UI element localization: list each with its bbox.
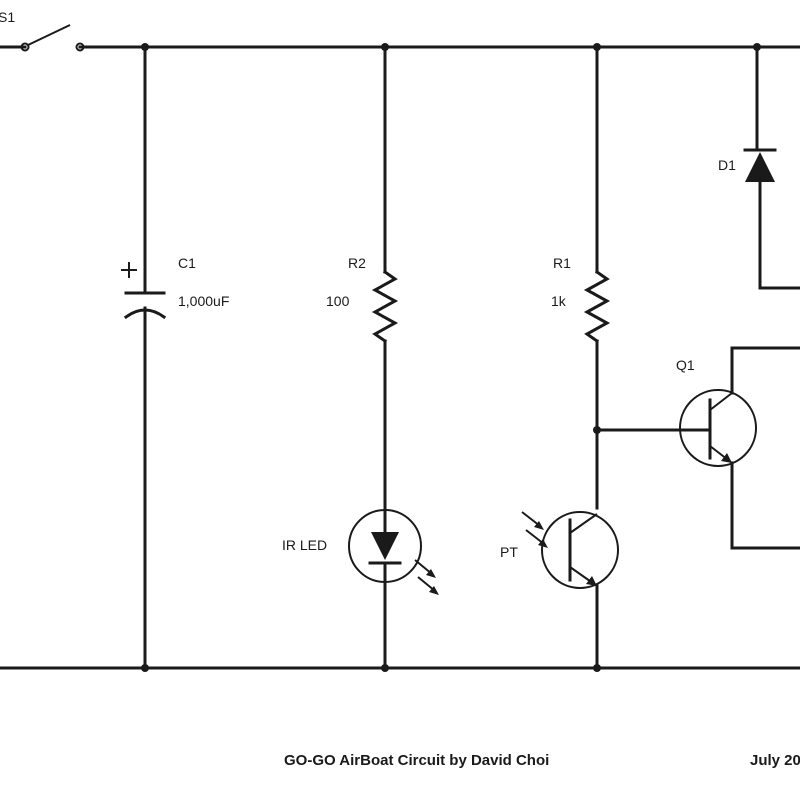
circuit-caption: GO-GO AirBoat Circuit by David Choi <box>284 752 549 769</box>
c1-name: C1 <box>178 255 196 271</box>
capacitor-c1: C1 1,000uF <box>121 45 229 670</box>
d1-label: D1 <box>718 157 736 173</box>
phototransistor-pt: PT <box>500 511 619 670</box>
circuit-date: July 20 <box>750 752 800 769</box>
ir-led-label: IR LED <box>282 537 327 553</box>
transistor-q1: Q1 <box>595 346 800 550</box>
switch-label: S1 <box>0 9 15 25</box>
r2-name: R2 <box>348 255 366 271</box>
c1-value: 1,000uF <box>178 293 229 309</box>
q1-label: Q1 <box>676 357 695 373</box>
switch-s1: S1 <box>0 9 85 52</box>
ir-led: IR LED <box>282 508 439 670</box>
r1-name: R1 <box>553 255 571 271</box>
r2-value: 100 <box>326 293 350 309</box>
resistor-r1: R1 1k <box>551 45 611 510</box>
diode-d1: D1 <box>718 45 800 290</box>
junction-dots <box>141 43 761 672</box>
pt-label: PT <box>500 544 518 560</box>
resistor-r2: R2 100 <box>326 45 399 512</box>
r1-value: 1k <box>551 293 567 309</box>
